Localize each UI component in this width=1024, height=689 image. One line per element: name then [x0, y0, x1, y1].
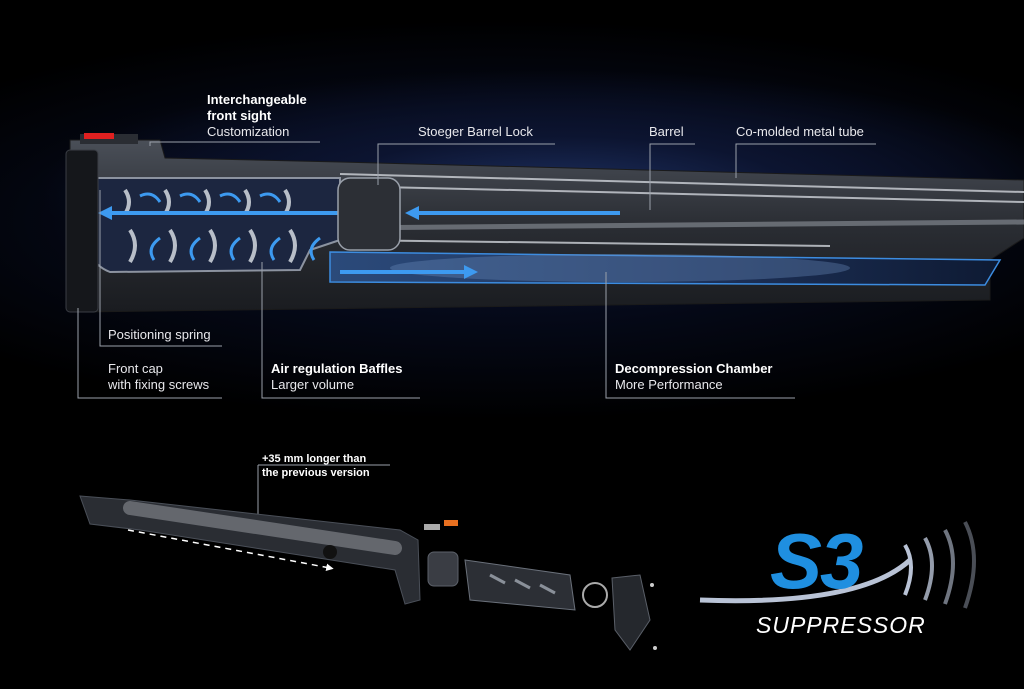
logo-swoosh	[699, 521, 976, 609]
baffle-part	[464, 559, 576, 611]
longer-note-line-2: the previous version	[262, 467, 370, 479]
air-flow-arrows	[98, 206, 620, 279]
barrel-lock-label: Stoeger Barrel Lock	[418, 124, 533, 139]
front-sight-line-3: Customization	[207, 124, 290, 139]
suppressor-wordmark: SUPPRESSOR	[756, 612, 926, 638]
front-cap-label: Front cap with fixing screws	[108, 361, 209, 393]
longer-note-label: +35 mm longer than the previous version	[262, 452, 370, 480]
air-baffles-label: Air regulation Baffles Larger volume	[271, 361, 402, 393]
front-sight-line-2: front sight	[207, 108, 272, 123]
longer-note-line-1: +35 mm longer than	[262, 453, 367, 465]
positioning-spring-label: Positioning spring	[108, 327, 211, 342]
decompression-chamber	[329, 251, 1002, 286]
s3-logo: S3	[770, 517, 863, 605]
front-cap-line-2: with fixing screws	[108, 377, 210, 392]
callout-lines	[77, 141, 876, 540]
exploded-view	[79, 495, 657, 651]
barrel-lock	[337, 177, 401, 251]
front-sight-line-1: Interchangeable	[207, 92, 307, 107]
barrel-label: Barrel	[649, 124, 684, 139]
air-baffles-line-2: Larger volume	[271, 377, 355, 392]
front-cap	[65, 149, 99, 313]
decompression-label: Decompression Chamber More Performance	[615, 361, 773, 393]
receiver-part	[79, 495, 421, 605]
front-cap-part	[611, 574, 651, 651]
air-baffles-line-1: Air regulation Baffles	[271, 361, 403, 376]
front-cap-line-1: Front cap	[108, 361, 163, 376]
metal-tube-lines	[339, 173, 1024, 247]
front-sight-label: Interchangeable front sight Customizatio…	[207, 92, 307, 140]
decompression-line-2: More Performance	[615, 377, 723, 392]
decompression-line-1: Decompression Chamber	[615, 361, 773, 376]
metal-tube-label: Co-molded metal tube	[736, 124, 864, 139]
